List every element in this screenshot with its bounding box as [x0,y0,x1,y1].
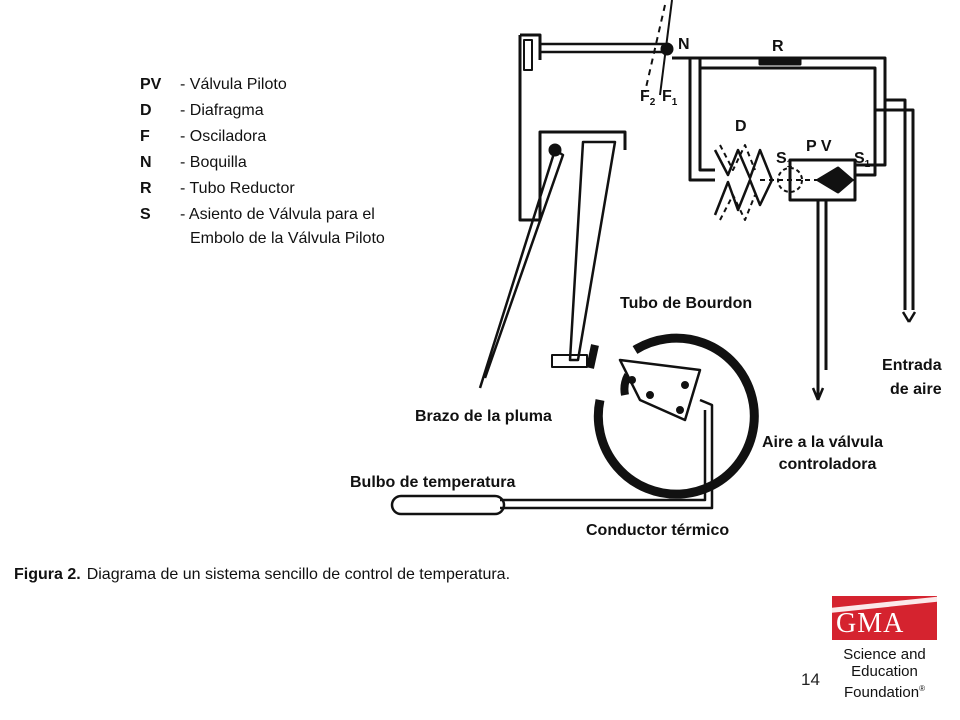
legend-item-d: D- Diafragma [140,102,264,119]
gma-logo: GMA Science and Education Foundation® [832,596,937,708]
label-seat-left: S1 [776,150,793,171]
label-seat-right: S1 [854,150,871,171]
logo-band: GMA [832,596,937,640]
label-pen-arm: Brazo de la pluma [415,408,552,425]
label-pilot-valve: P V [806,138,832,155]
bourdon-plate [618,358,702,422]
label-flapper-f1: F1 [662,88,678,109]
legend-item-r: R- Tubo Reductor [140,180,295,197]
valve-plug [816,166,854,194]
label-thermal-conductor: Conductor térmico [586,522,730,539]
logo-subtitle: Science and Education Foundation® [843,646,926,701]
label-flapper-f2: F2 [640,88,656,109]
figure-caption: Figura 2.Diagrama de un sistema sencillo… [14,566,511,583]
legend: PV- Válvula Piloto D- Diafragma F- Oscil… [140,72,385,252]
output-pipe [816,200,828,400]
page-number: 14 [801,670,820,689]
flapper-f1 [659,0,673,96]
support-frame [518,35,627,222]
label-nozzle: N [678,36,690,53]
bourdon-tube [593,333,759,499]
flapper-lever [540,42,665,54]
logo-wordmark: GMA [836,608,905,639]
flapper-f2 [644,4,666,93]
legend-item-s-continuation: Embolo de la Válvula Piloto [190,230,385,247]
label-reducer: R [772,38,784,55]
legend-item-n: N- Boquilla [140,154,247,171]
connecting-link [568,140,617,362]
air-pipe-loop [672,56,715,182]
legend-item-s: S- Asiento de Válvula para el [140,206,375,223]
temperature-bulb [390,494,506,516]
reducer-tube [758,56,802,66]
legend-item-pv: PV- Válvula Piloto [140,76,287,93]
label-temperature-bulb: Bulbo de temperatura [350,474,516,491]
label-diaphragm: D [735,118,747,135]
label-bourdon-tube: Tubo de Bourdon [620,295,753,312]
air-inlet-pipe [875,98,915,310]
thermal-conductor [500,398,714,510]
diaphragm [713,148,774,216]
legend-item-f: F- Osciladora [140,128,267,145]
